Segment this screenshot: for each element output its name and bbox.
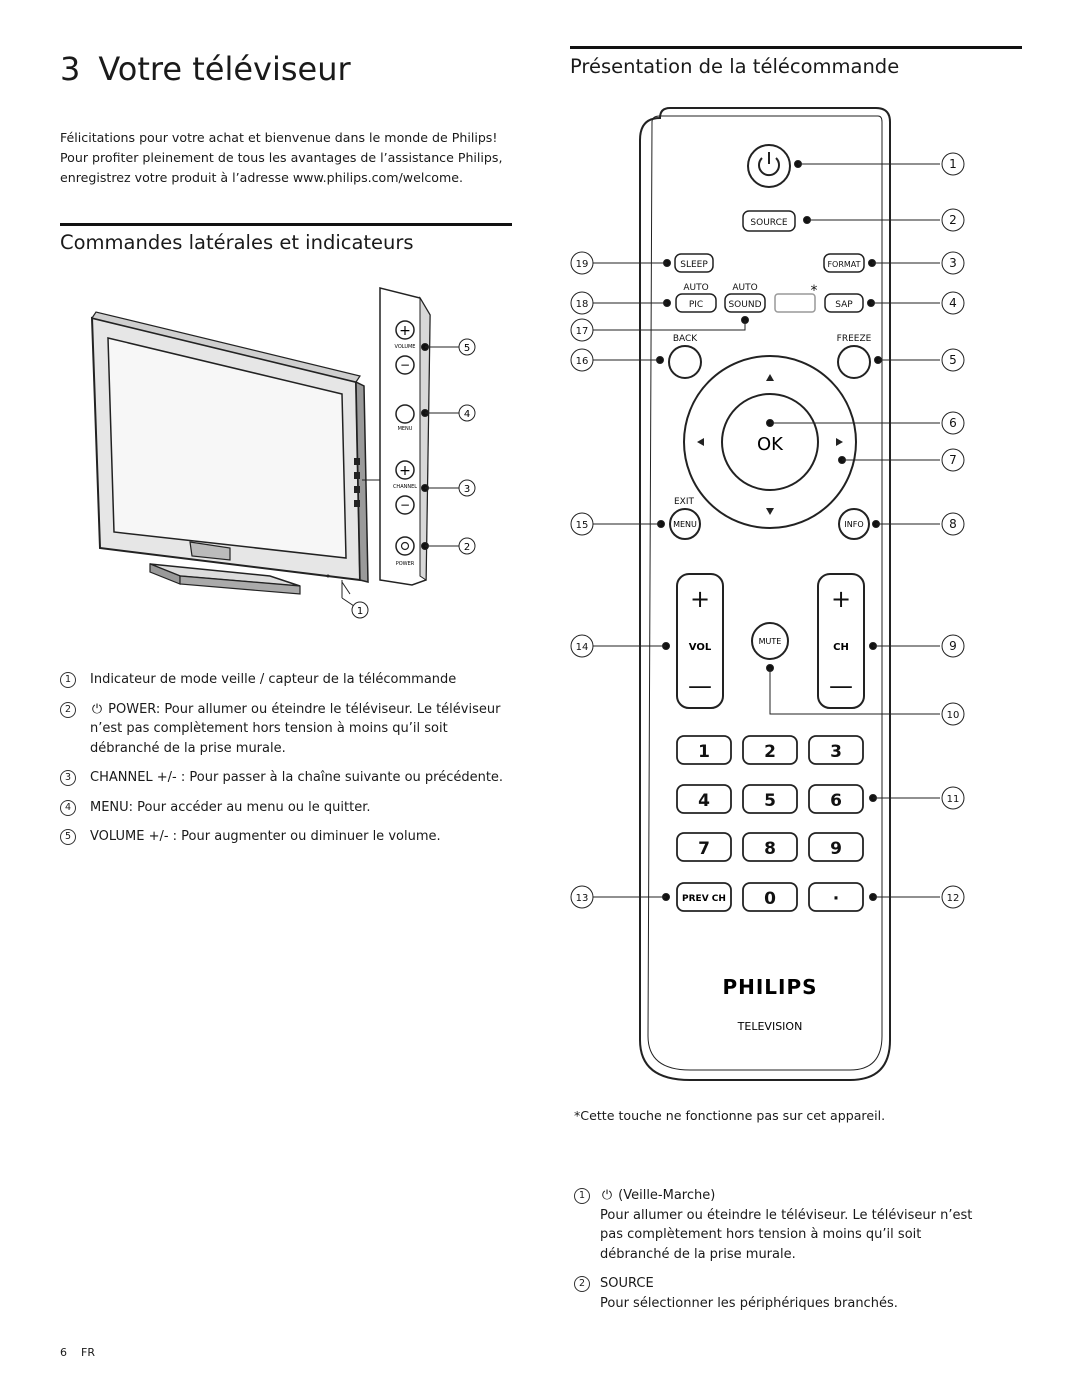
key-1: 1 xyxy=(698,742,710,762)
panel-channel-label: CHANNEL xyxy=(393,484,417,490)
auto-sound-label: AUTO xyxy=(732,283,757,293)
remote-callout-11: 11 xyxy=(947,794,960,805)
language-code: FR xyxy=(81,1346,95,1359)
power-icon: ⏻ xyxy=(91,701,103,717)
ch-down-label: — xyxy=(829,672,853,700)
philips-logo: PHILIPS xyxy=(722,975,817,999)
ch-up-label: + xyxy=(831,585,851,613)
key-9: 9 xyxy=(830,839,842,859)
definition-body: Pour allumer ou éteindre le téléviseur. … xyxy=(600,1207,973,1262)
intro-text: Félicitations pour votre achat et bienve… xyxy=(60,130,503,185)
source-button-label: SOURCE xyxy=(750,218,787,228)
panel-power-label: POWER xyxy=(396,561,415,567)
pic-button-label: PIC xyxy=(689,300,703,310)
list-item: 2⏻ POWER: Pour allumer ou éteindre le té… xyxy=(60,700,515,759)
remote-callout-8: 8 xyxy=(949,517,957,531)
remote-callout-16: 16 xyxy=(576,356,589,367)
key-dot: · xyxy=(833,889,839,909)
info-button-label: INFO xyxy=(844,520,863,529)
prev-ch-label: PREV CH xyxy=(682,894,726,904)
remote-callout-7: 7 xyxy=(949,453,957,467)
asterisk-mark: * xyxy=(811,283,818,299)
remote-callout-6: 6 xyxy=(949,416,957,430)
television-label: TELEVISION xyxy=(737,1020,803,1033)
vol-down-label: — xyxy=(688,672,712,700)
section-rule xyxy=(60,223,512,226)
sound-button-label: SOUND xyxy=(728,300,761,310)
remote-callout-12: 12 xyxy=(947,893,960,904)
panel-menu-label: MENU xyxy=(398,426,413,432)
remote-heading: Présentation de la télécommande xyxy=(570,55,900,78)
remote-illustration: SOURCE SLEEP FORMAT AUTO AUTO PIC SOUND … xyxy=(570,107,965,1081)
mute-button-label: MUTE xyxy=(759,637,782,646)
remote-definitions: 1⏻ (Veille-Marche) Pour allumer ou étein… xyxy=(574,1186,994,1323)
definition-body: Pour sélectionner les périphériques bran… xyxy=(600,1295,898,1311)
remote-callout-5: 5 xyxy=(949,353,957,367)
side-controls-heading: Commandes latérales et indicateurs xyxy=(60,231,414,254)
key-4: 4 xyxy=(698,791,710,811)
key-3: 3 xyxy=(830,742,842,762)
tv-callout-2: 2 xyxy=(464,542,470,553)
key-2: 2 xyxy=(764,742,776,762)
exit-label: EXIT xyxy=(674,497,695,507)
svg-text:−: − xyxy=(400,358,410,372)
format-button-label: FORMAT xyxy=(827,260,860,269)
remote-callout-4: 4 xyxy=(949,296,957,310)
remote-callout-10: 10 xyxy=(947,710,960,721)
ch-label: CH xyxy=(833,642,849,653)
auto-pic-label: AUTO xyxy=(683,283,708,293)
definition-title: 1⏻ (Veille-Marche) xyxy=(574,1186,994,1206)
vol-up-label: + xyxy=(690,585,710,613)
ok-button-label: OK xyxy=(757,434,784,455)
key-0: 0 xyxy=(764,889,776,909)
remote-callout-3: 3 xyxy=(949,256,957,270)
page-footer: 6 FR xyxy=(60,1346,95,1359)
tv-callout-3: 3 xyxy=(464,484,470,495)
remote-note: *Cette touche ne fonctionne pas sur cet … xyxy=(574,1108,886,1123)
tv-callout-4: 4 xyxy=(464,409,470,420)
remote-callout-2: 2 xyxy=(949,213,957,227)
key-6: 6 xyxy=(830,791,842,811)
remote-callout-15: 15 xyxy=(576,520,589,531)
svg-text:−: − xyxy=(400,498,410,512)
remote-callout-18: 18 xyxy=(576,299,589,310)
svg-text:+: + xyxy=(399,323,411,339)
page-number: 6 xyxy=(60,1346,67,1359)
tv-illustration: + VOLUME − MENU + CHANNEL − POWER 5 4 3 … xyxy=(90,287,476,619)
remote-callout-1: 1 xyxy=(949,157,957,171)
tv-callout-5: 5 xyxy=(464,343,470,354)
back-label: BACK xyxy=(673,334,698,344)
remote-callout-19: 19 xyxy=(576,259,589,270)
menu-button-label: MENU xyxy=(673,520,697,529)
key-5: 5 xyxy=(764,791,776,811)
sleep-button-label: SLEEP xyxy=(680,260,708,270)
tv-callout-1: 1 xyxy=(357,606,363,617)
sap-button-label: SAP xyxy=(835,300,853,310)
panel-volume-label: VOLUME xyxy=(395,344,416,350)
remote-callout-14: 14 xyxy=(576,642,589,653)
key-8: 8 xyxy=(764,839,776,859)
freeze-label: FREEZE xyxy=(837,334,872,344)
key-7: 7 xyxy=(698,839,710,859)
svg-text:+: + xyxy=(399,463,411,479)
remote-callout-13: 13 xyxy=(576,893,589,904)
power-icon: ⏻ xyxy=(601,1188,613,1203)
vol-label: VOL xyxy=(689,642,712,653)
remote-callout-9: 9 xyxy=(949,639,957,653)
section-rule xyxy=(570,46,1022,49)
remote-callout-17: 17 xyxy=(576,326,589,337)
